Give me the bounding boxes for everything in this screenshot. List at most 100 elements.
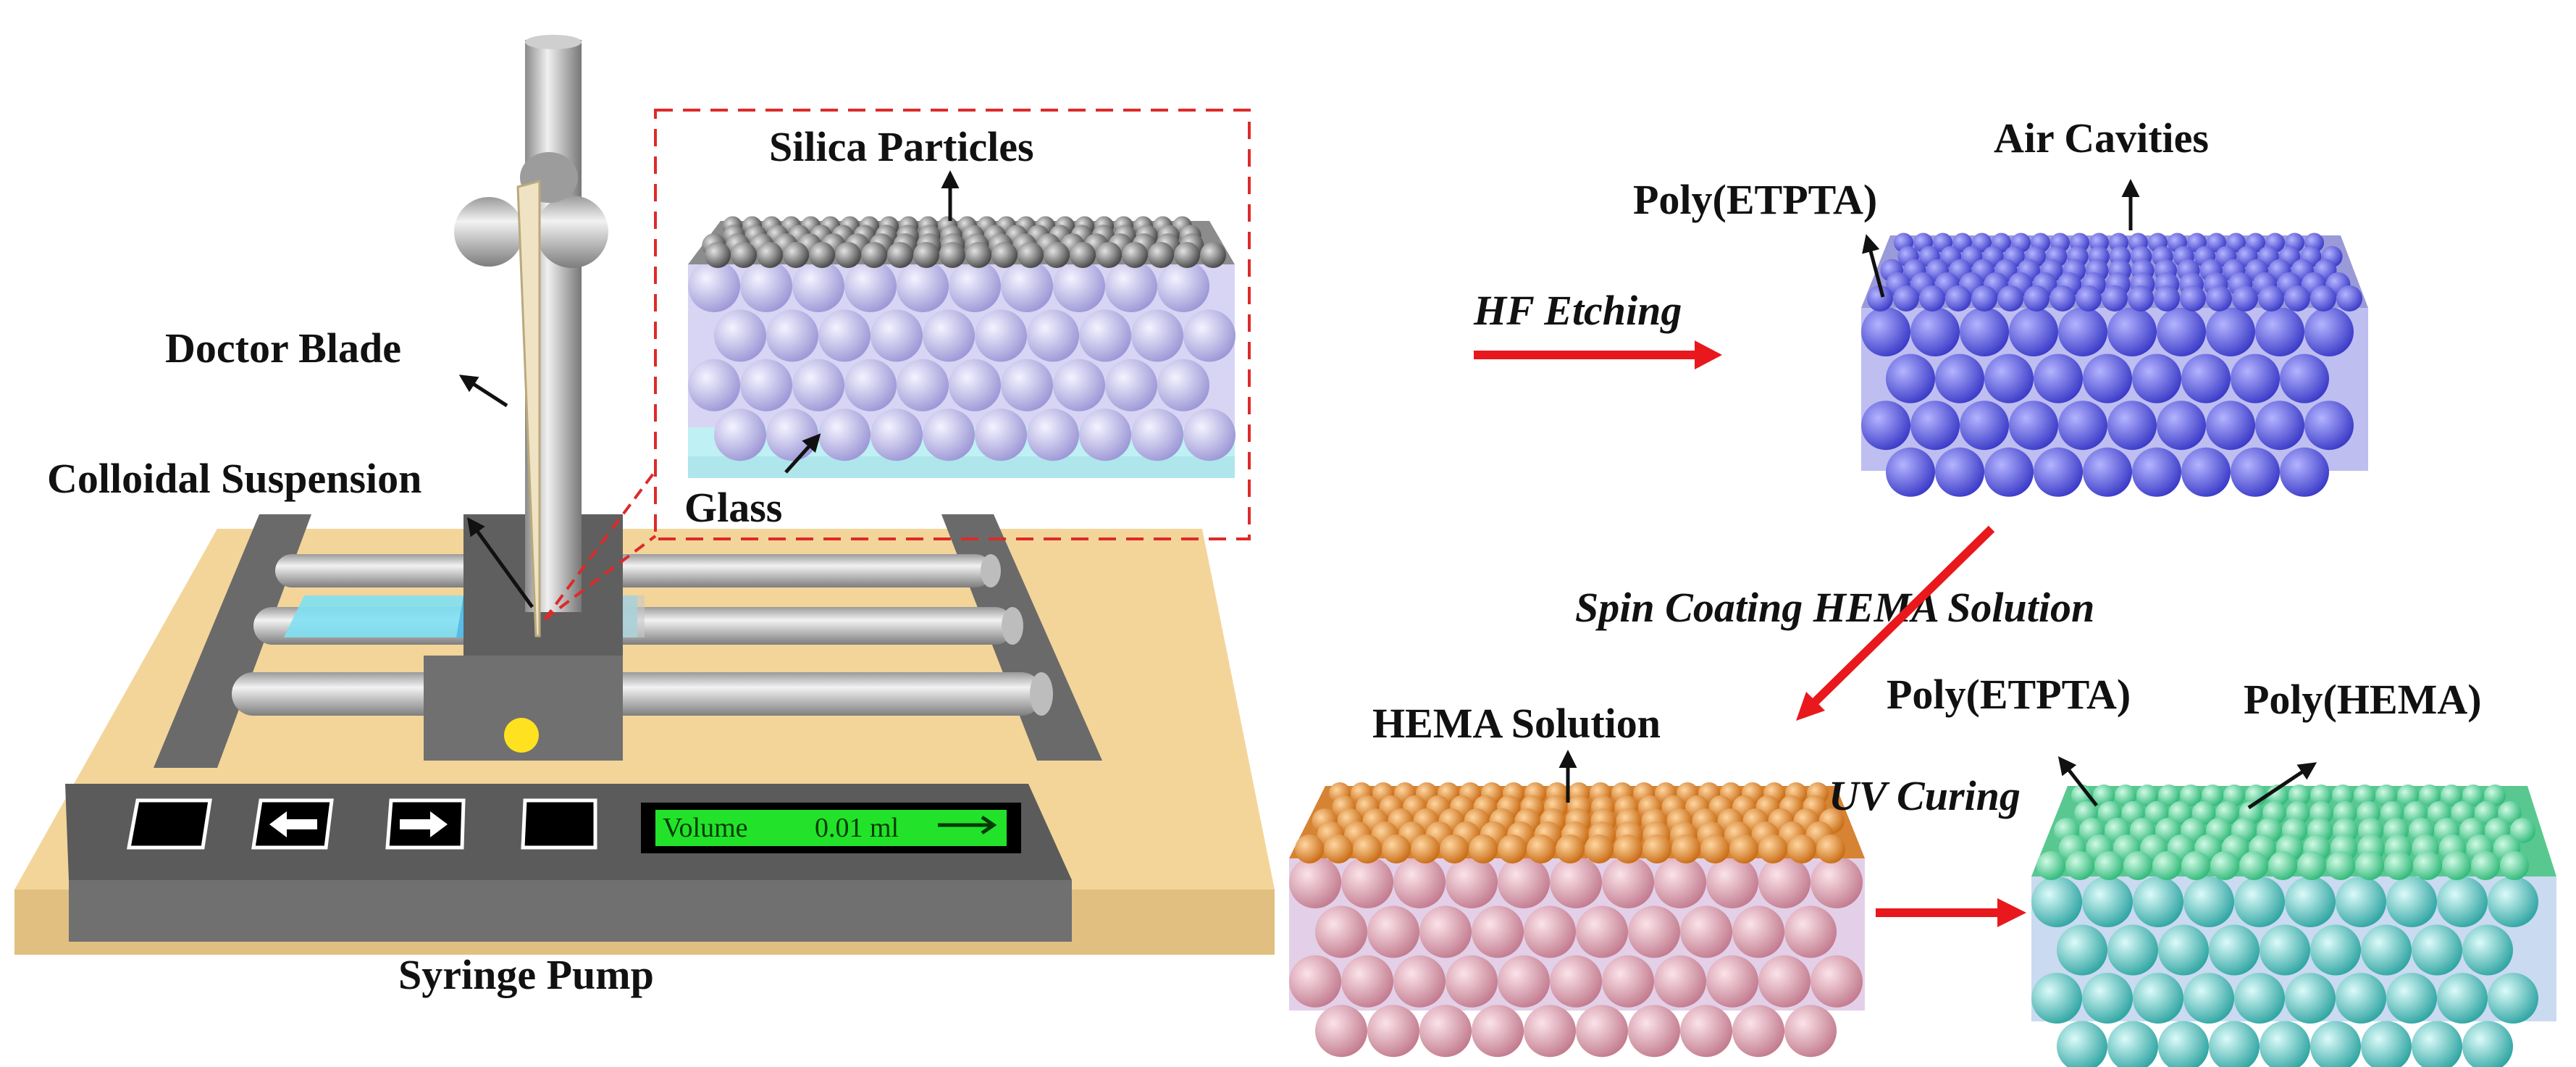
poly-hema-sphere bbox=[2133, 973, 2183, 1024]
label-poly-etpta-top: Poly(ETPTA) bbox=[1633, 176, 1877, 223]
cavity-sphere bbox=[1861, 307, 1910, 356]
poly-hema-spheres bbox=[2031, 876, 2538, 1067]
cavity-sphere bbox=[2034, 353, 2083, 403]
pump-button-4[interactable] bbox=[521, 798, 597, 850]
poly-hema-top-sphere bbox=[2354, 784, 2375, 806]
poly-hema-top-sphere bbox=[2065, 851, 2094, 880]
cavity-top-sphere bbox=[2258, 285, 2284, 311]
silica-top-sphere bbox=[939, 242, 965, 268]
silica-sphere bbox=[818, 409, 870, 461]
pump-button-left[interactable] bbox=[251, 798, 334, 850]
hema-sphere bbox=[1289, 955, 1341, 1008]
left-arrow-icon bbox=[269, 811, 317, 837]
poly-hema-top-sphere bbox=[2239, 851, 2268, 880]
long-arrow-icon bbox=[938, 815, 997, 835]
silica-sphere bbox=[975, 309, 1027, 362]
silica-sphere bbox=[766, 309, 818, 362]
hema-sphere bbox=[1498, 955, 1550, 1008]
silica-sphere bbox=[688, 260, 740, 312]
rail-1 bbox=[275, 554, 1001, 587]
arrow-spin-coating bbox=[1796, 525, 1995, 721]
pump-button-1[interactable] bbox=[126, 798, 212, 850]
poly-hema-top-sphere bbox=[2474, 801, 2499, 825]
right-arrow-icon bbox=[400, 811, 448, 837]
poly-hema-top-sphere bbox=[2419, 784, 2441, 806]
label-spin-coating: Spin Coating HEMA Solution bbox=[1575, 584, 2094, 631]
cavity-top-sphere bbox=[2310, 285, 2336, 311]
poly-hema-top-sphere bbox=[2471, 851, 2500, 880]
poly-hema-top-sphere bbox=[2510, 818, 2535, 843]
cavity-sphere bbox=[1886, 353, 1935, 403]
cavity-sphere bbox=[2034, 447, 2083, 497]
poly-hema-top-sphere bbox=[2484, 784, 2506, 806]
hema-sphere bbox=[1472, 1005, 1524, 1058]
cavity-sphere bbox=[1984, 353, 2034, 403]
silica-top-sphere bbox=[1122, 242, 1148, 268]
cavity-sphere bbox=[2157, 401, 2206, 451]
poly-hema-top-sphere bbox=[2310, 784, 2332, 806]
label-hf-etching: HF Etching bbox=[1473, 287, 1682, 334]
poly-hema-sphere bbox=[2488, 973, 2538, 1024]
arrow-glass bbox=[784, 433, 821, 474]
cavity-sphere bbox=[2083, 447, 2132, 497]
hema-top-sphere bbox=[1556, 834, 1585, 863]
silica-sphere bbox=[766, 409, 818, 461]
poly-hema-top-sphere bbox=[2181, 851, 2210, 880]
label-silica-particles: Silica Particles bbox=[769, 123, 1034, 170]
doctor-blade bbox=[516, 180, 541, 637]
label-air-cavities: Air Cavities bbox=[1994, 114, 2209, 162]
poly-hema-sphere bbox=[2386, 876, 2437, 927]
poly-hema-sphere bbox=[2031, 973, 2082, 1024]
hema-sphere bbox=[1732, 1005, 1784, 1058]
silica-top-sphere bbox=[809, 242, 835, 268]
hema-sphere bbox=[1576, 1005, 1628, 1058]
poly-hema-block bbox=[2031, 784, 2556, 1067]
silica-sphere bbox=[1157, 260, 1209, 312]
silica-top-sphere bbox=[991, 242, 1018, 268]
cavity-top-spheres bbox=[1867, 233, 2362, 311]
hema-top-sphere bbox=[1700, 834, 1729, 863]
poly-hema-sphere bbox=[2082, 876, 2133, 927]
poly-hema-sphere bbox=[2209, 924, 2260, 976]
silica-film-block bbox=[688, 216, 1235, 478]
cavity-top-sphere bbox=[2076, 285, 2102, 311]
poly-hema-sphere bbox=[2361, 924, 2412, 976]
hema-top-sphere bbox=[1614, 834, 1642, 863]
poly-hema-sphere bbox=[2462, 1021, 2513, 1067]
silica-sphere bbox=[792, 359, 844, 411]
volume-label: Volume bbox=[663, 813, 748, 843]
arrow-poly-hema bbox=[2247, 762, 2317, 810]
cavity-top-sphere bbox=[1893, 285, 1919, 311]
poly-hema-top-sphere bbox=[2498, 801, 2522, 825]
poly-hema-top-sphere bbox=[2115, 784, 2136, 806]
poly-hema-top-sphere bbox=[2297, 851, 2326, 880]
silica-top-sphere bbox=[1096, 242, 1122, 268]
label-colloidal-suspension: Colloidal Suspension bbox=[47, 455, 421, 502]
poly-hema-top-sphere bbox=[2180, 784, 2202, 806]
poly-hema-sphere bbox=[2234, 973, 2285, 1024]
poly-hema-top-sphere bbox=[2442, 851, 2471, 880]
poly-hema-sphere bbox=[2031, 876, 2082, 927]
cavity-sphere bbox=[2058, 401, 2107, 451]
poly-hema-top-sphere bbox=[2093, 784, 2115, 806]
hema-spheres bbox=[1289, 856, 1863, 1058]
silica-top-sphere bbox=[835, 242, 861, 268]
silica-sphere bbox=[949, 260, 1001, 312]
hema-sphere bbox=[1732, 905, 1784, 958]
rail-3 bbox=[232, 672, 1053, 716]
cavity-sphere bbox=[2132, 447, 2181, 497]
cavity-spheres bbox=[1861, 307, 2354, 497]
hema-sphere bbox=[1680, 905, 1732, 958]
silica-sphere bbox=[714, 309, 766, 362]
silica-sphere bbox=[975, 409, 1027, 461]
cavity-top-sphere bbox=[2023, 285, 2050, 311]
poly-hema-top-sphere bbox=[2355, 851, 2384, 880]
cavity-sphere bbox=[2255, 401, 2304, 451]
hema-sphere bbox=[1393, 955, 1446, 1008]
hema-top-sphere bbox=[1585, 834, 1614, 863]
cavity-top-sphere bbox=[1867, 285, 1893, 311]
hema-sphere bbox=[1341, 856, 1393, 908]
poly-hema-sphere bbox=[2310, 924, 2361, 976]
pump-button-right[interactable] bbox=[385, 798, 466, 850]
poly-hema-sphere bbox=[2336, 973, 2386, 1024]
